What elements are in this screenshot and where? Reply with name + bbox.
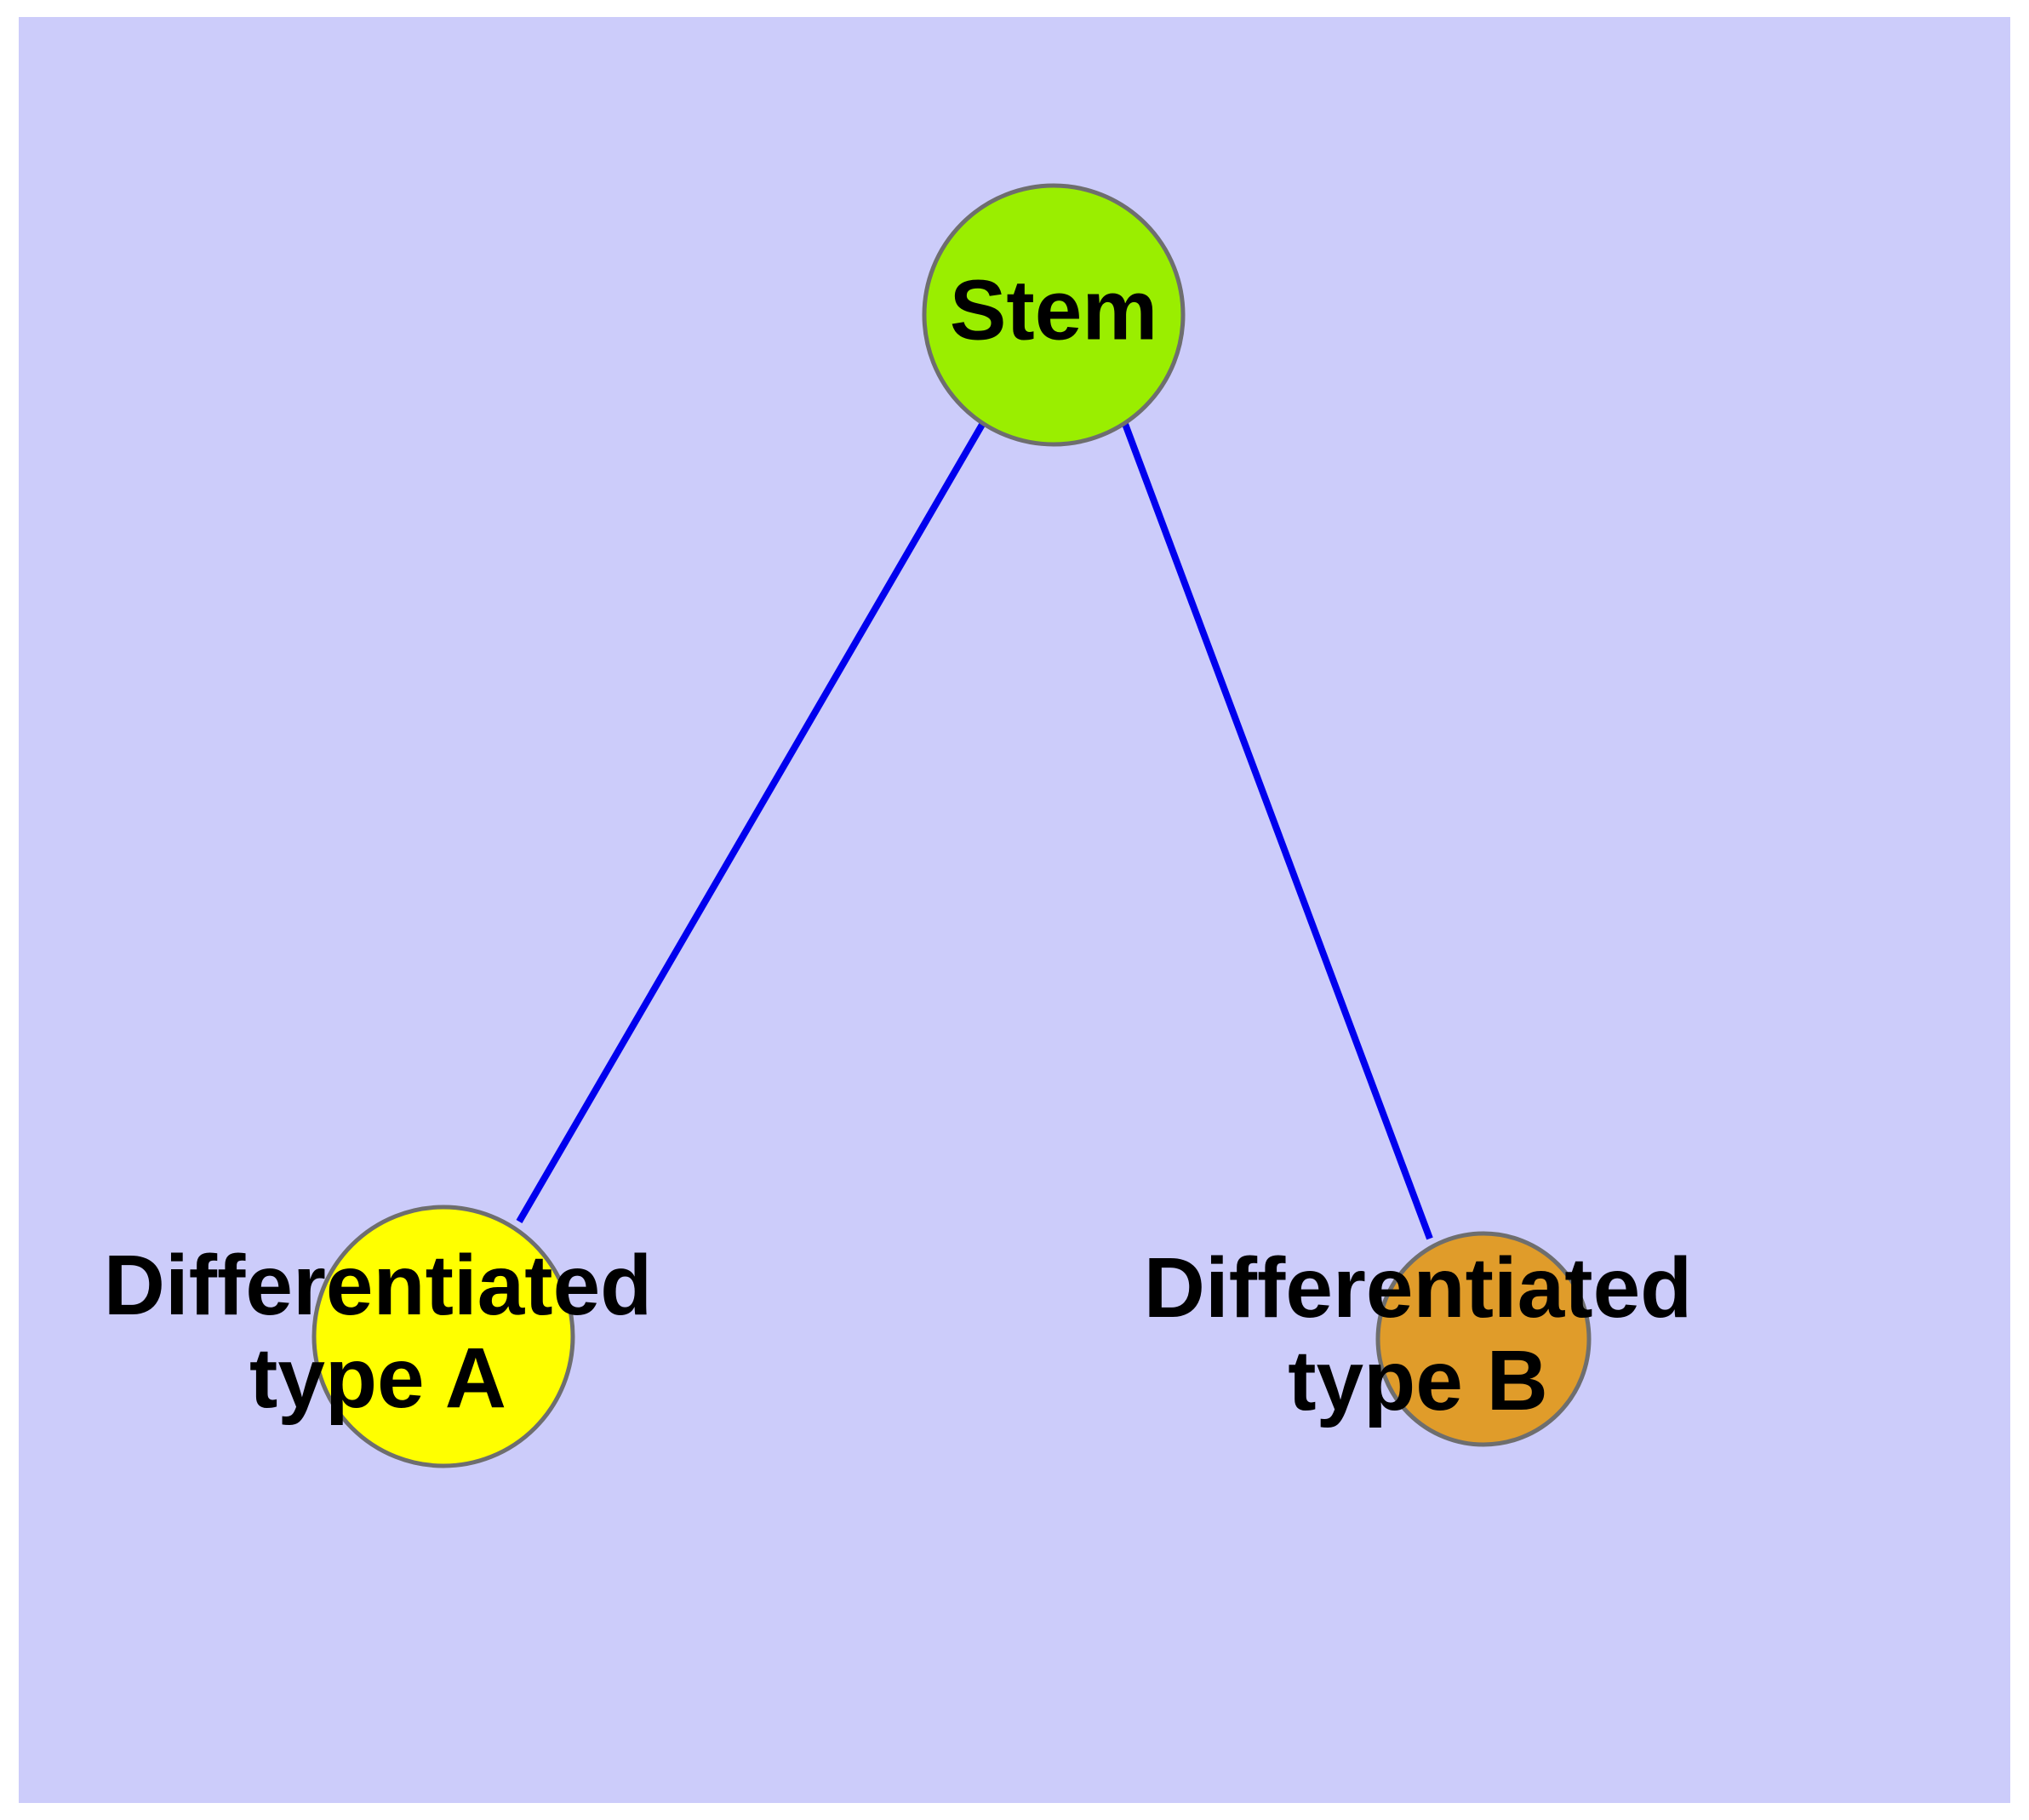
graph-node-label-line: Stem: [950, 262, 1158, 358]
graph-node-label-line: type B: [1288, 1333, 1548, 1428]
graph-node-stem[interactable]: [922, 183, 1186, 447]
graph-node-diff_a[interactable]: [311, 1205, 575, 1468]
graph-node-label-stem: Stem: [950, 262, 1158, 358]
graph-node-label-line: Differentiated: [1144, 1240, 1693, 1336]
graph-node-label-line: type A: [249, 1331, 506, 1426]
graph-edge-stem-diff_a[interactable]: [516, 421, 986, 1224]
edges-layer: [516, 421, 1433, 1240]
graph-node-diff_b[interactable]: [1375, 1231, 1592, 1447]
nodes-layer: [311, 183, 1592, 1468]
graph-node-label-line: Differentiated: [104, 1238, 653, 1333]
graph-edge-stem-diff_b[interactable]: [1122, 422, 1433, 1240]
